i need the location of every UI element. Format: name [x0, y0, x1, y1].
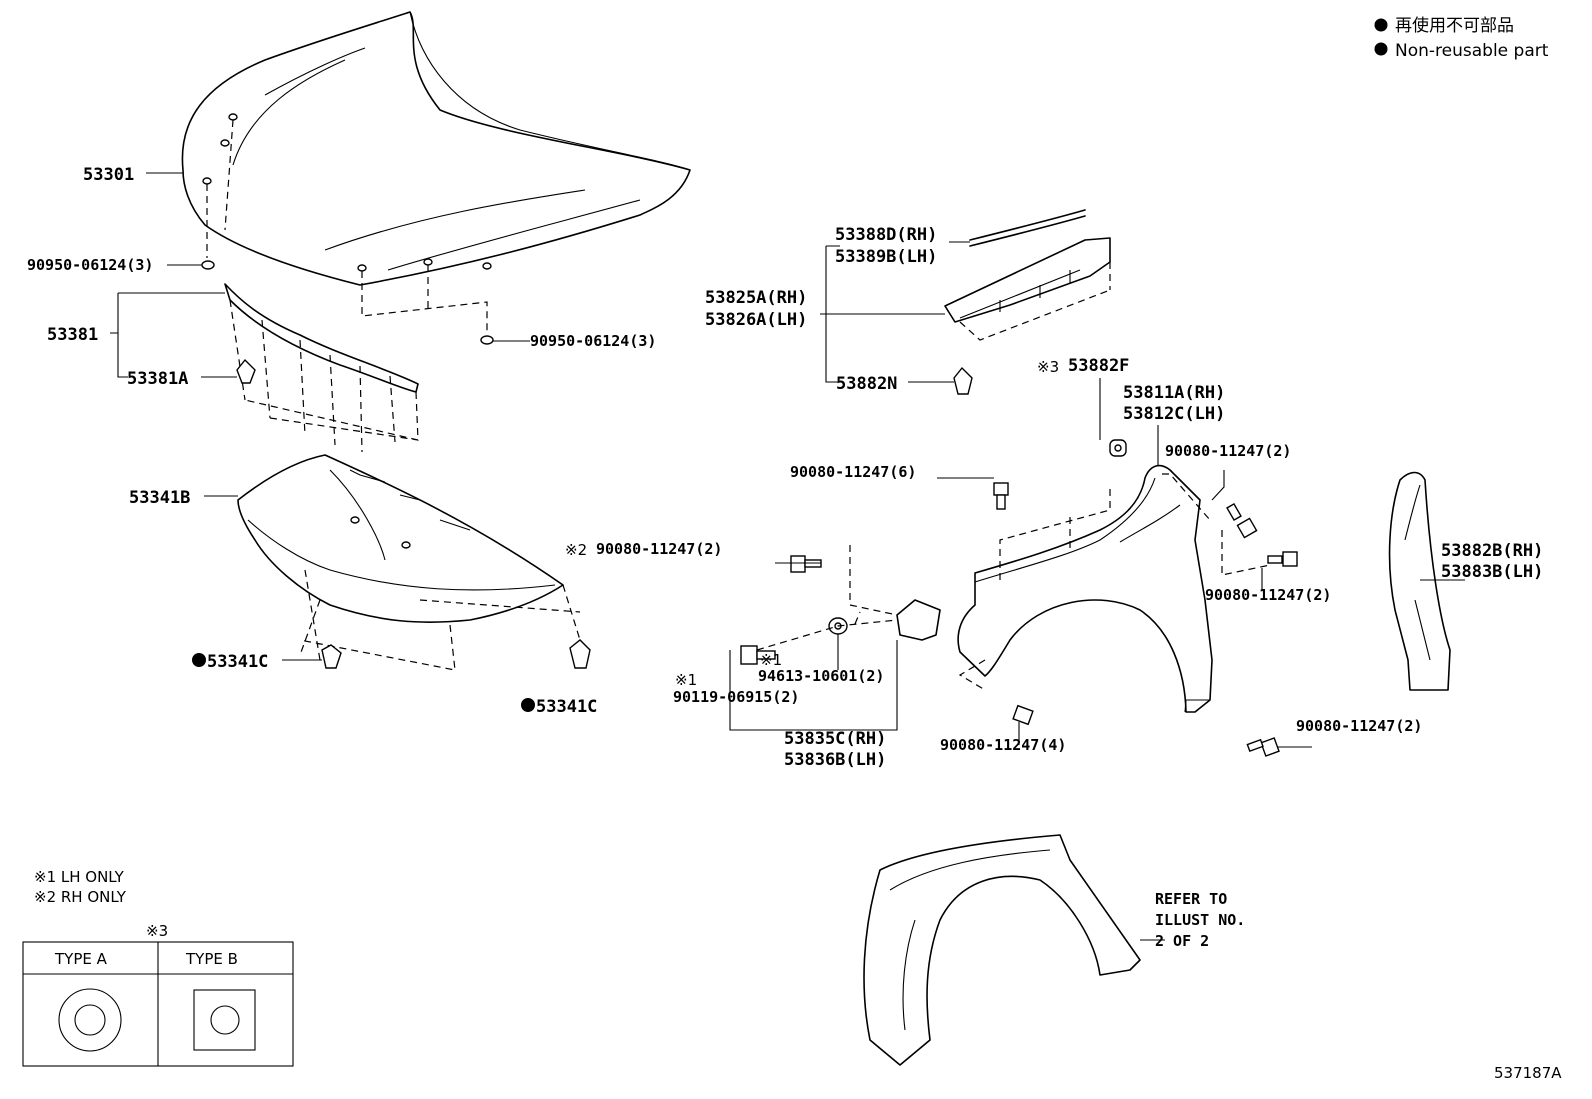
cowl-parts	[944, 209, 1111, 323]
legend-jp: 再使用不可部品	[1395, 15, 1514, 36]
part-labels: 53301 90950-06124(3) 90950-06124(3) 5338…	[27, 165, 1562, 1082]
label-hood-grommet: 90950-06124(3)	[27, 256, 153, 274]
ref-mark-2: ※2	[565, 541, 587, 559]
label-cowl-seal-lh: 53389B(LH)	[835, 247, 937, 267]
label-seal-clip: 53381A	[127, 369, 188, 389]
insulator-clip-icon	[569, 639, 591, 669]
type-b-heading: TYPE B	[185, 950, 238, 968]
hood-insulator	[237, 454, 564, 623]
label-bracket-rh: 53835C(RH)	[784, 729, 886, 749]
hood-grommet-icon	[201, 260, 215, 270]
bolt-icon	[1012, 704, 1034, 726]
leader-lines	[110, 172, 1465, 941]
note-table-mark: ※3	[146, 922, 168, 940]
label-bolt-top-right: 90080-11247(2)	[1165, 442, 1291, 460]
hood-seal	[224, 283, 419, 393]
bolt-icon	[1267, 551, 1298, 567]
label-hood-grommet-2: 90950-06124(3)	[530, 332, 656, 350]
label-fender-cushion: 53882F	[1068, 356, 1129, 376]
type-table: TYPE A TYPE B	[22, 941, 294, 1067]
bolt-icon	[1226, 502, 1258, 539]
label-insulator: 53341B	[129, 488, 190, 508]
ref-mark-3: ※3	[1037, 358, 1059, 376]
label-fender-lh: 53812C(LH)	[1123, 404, 1225, 424]
hood-grommet-icon	[480, 335, 494, 345]
non-reusable-dot-icon	[521, 698, 535, 712]
label-cowl-seal-rh: 53388D(RH)	[835, 225, 937, 245]
label-protector-lh: 53883B(LH)	[1441, 562, 1543, 582]
non-reusable-dot-icon	[192, 653, 206, 667]
bolt-icon	[993, 482, 1009, 510]
illustration-number: 537187A	[1494, 1064, 1562, 1082]
label-bolt-right-mid: 90080-11247(2)	[1205, 586, 1331, 604]
label-bolt-lh-only: 90119-06915(2)	[673, 688, 799, 706]
cowl-clip-icon	[953, 366, 973, 395]
non-reusable-dot-icon	[1374, 42, 1388, 56]
cushion-icon	[1109, 439, 1127, 457]
front-fender	[957, 464, 1213, 713]
label-bolt-rh-only: 90080-11247(2)	[596, 540, 722, 558]
label-cowl-bracket-lh: 53826A(LH)	[705, 310, 807, 330]
label-cowl-bracket-rh: 53825A(RH)	[705, 288, 807, 308]
fender-liner	[863, 834, 1141, 1066]
label-bolt-bottom-right: 90080-11247(2)	[1296, 717, 1422, 735]
label-insulator-clip-2: 53341C	[536, 697, 597, 717]
label-protector-rh: 53882B(RH)	[1441, 541, 1543, 561]
type-a-round-cushion-icon	[58, 988, 122, 1052]
hood	[181, 11, 691, 286]
bolt-icon	[1246, 737, 1280, 757]
fender-bracket	[896, 599, 941, 641]
label-hood: 53301	[83, 165, 134, 185]
insulator-clip-icon	[321, 644, 342, 669]
non-reusable-dot-icon	[1374, 18, 1388, 32]
ref-mark-1: ※1	[675, 671, 697, 689]
note-lh-only: ※1 LH ONLY	[34, 868, 125, 886]
label-bolt-bottom: 90080-11247(4)	[940, 736, 1066, 754]
bolt-icon	[790, 555, 822, 573]
legend-en: Non-reusable part	[1395, 41, 1549, 61]
label-washer: 94613-10601(2)	[758, 667, 884, 685]
notes: ※1 LH ONLY ※2 RH ONLY ※3	[34, 868, 168, 940]
label-seal: 53381	[47, 325, 98, 345]
label-insulator-clip-1: 53341C	[207, 652, 268, 672]
ref-mark-1b: ※1	[760, 651, 782, 669]
label-cowl-clip: 53882N	[836, 374, 897, 394]
label-bolt-top: 90080-11247(6)	[790, 463, 916, 481]
refer-line-3: 2 OF 2	[1155, 932, 1209, 950]
label-bracket-lh: 53836B(LH)	[784, 750, 886, 770]
seal-clip-icon	[236, 358, 256, 384]
refer-line-2: ILLUST NO.	[1155, 911, 1245, 929]
bolt-icon	[740, 645, 776, 665]
refer-line-1: REFER TO	[1155, 890, 1227, 908]
type-b-square-cushion-icon	[193, 989, 256, 1051]
note-rh-only: ※2 RH ONLY	[34, 888, 127, 906]
label-fender-rh: 53811A(RH)	[1123, 383, 1225, 403]
type-a-heading: TYPE A	[54, 950, 108, 968]
legend: 再使用不可部品 Non-reusable part	[1374, 15, 1549, 61]
fender-protector	[1388, 471, 1451, 691]
